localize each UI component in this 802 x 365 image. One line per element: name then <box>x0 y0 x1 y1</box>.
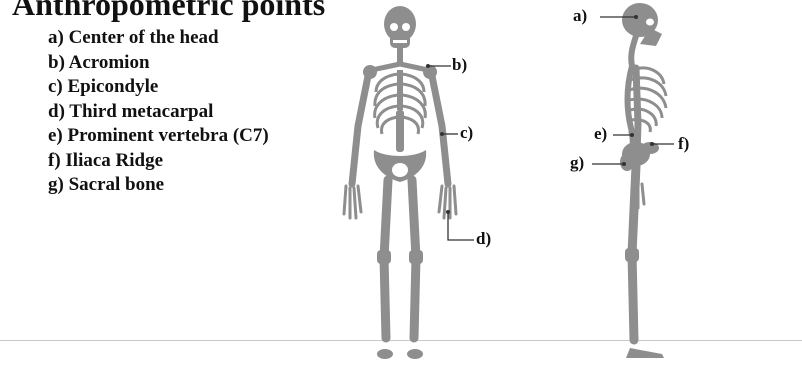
front-skeleton <box>344 6 456 359</box>
side-skeleton <box>620 3 666 358</box>
callout-label-c: c) <box>460 123 473 143</box>
point-markers <box>426 15 654 214</box>
marker-a <box>634 15 638 19</box>
leader-line-d <box>448 212 474 240</box>
callout-label-a: a) <box>573 6 587 26</box>
callout-label-g: g) <box>570 153 584 173</box>
marker-b <box>426 64 430 68</box>
callout-label-f: f) <box>678 134 689 154</box>
callout-label-d: d) <box>476 229 491 249</box>
callout-label-e: e) <box>594 124 607 144</box>
marker-e <box>630 133 634 137</box>
marker-d <box>446 210 450 214</box>
marker-c <box>440 132 444 136</box>
marker-g <box>622 162 626 166</box>
callout-label-b: b) <box>452 55 467 75</box>
marker-f <box>650 142 654 146</box>
